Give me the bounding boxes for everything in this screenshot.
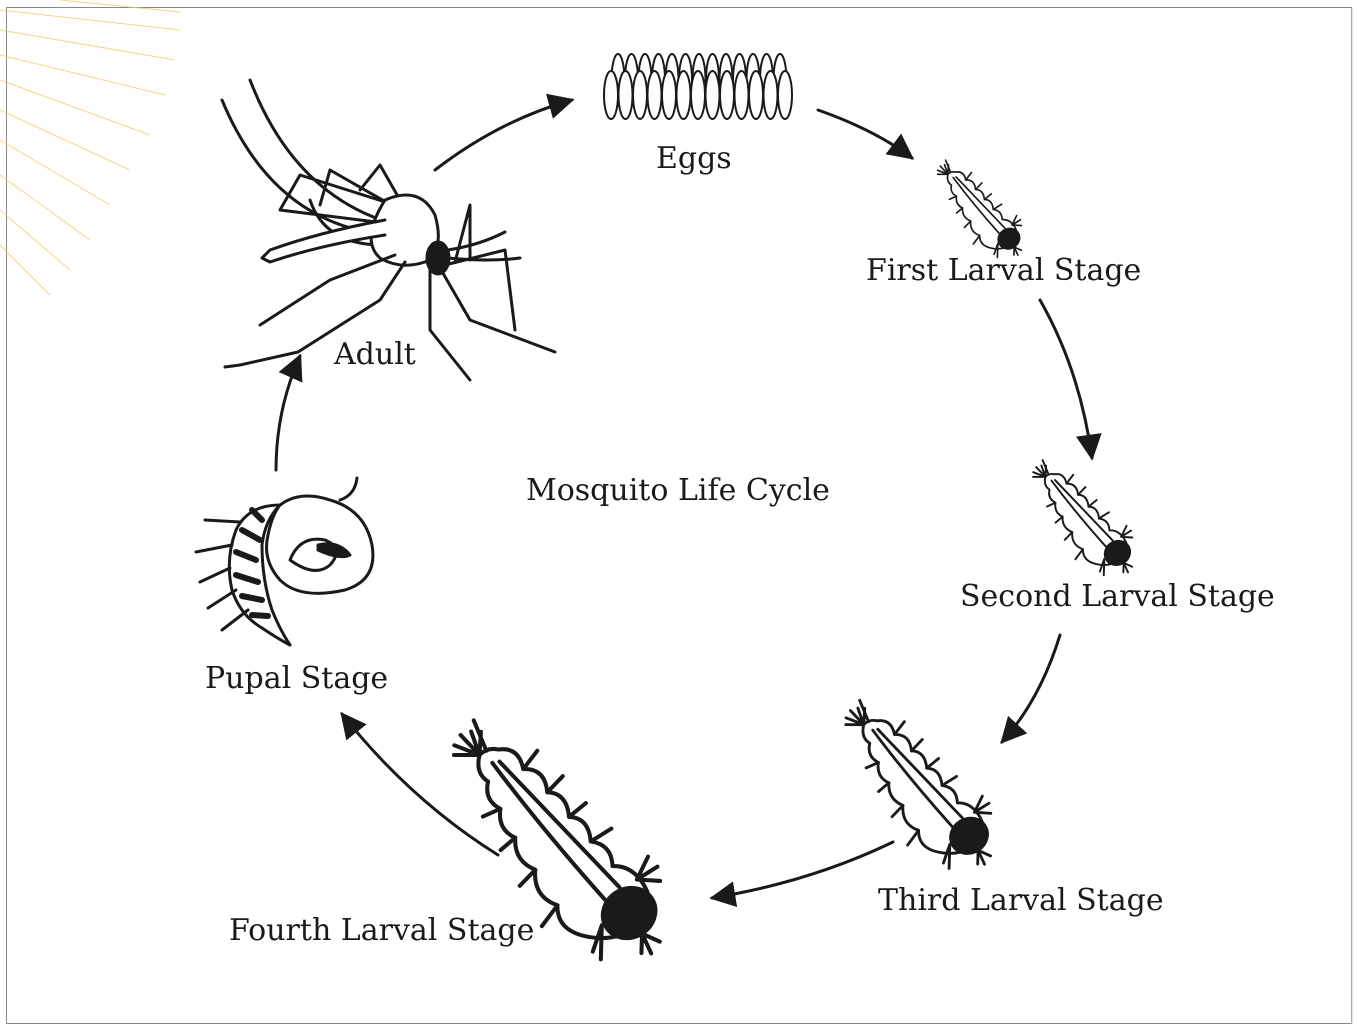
first-larval-label: First Larval Stage xyxy=(866,256,1141,286)
arrow-first-to-second xyxy=(1040,300,1092,458)
arrow-pupal-to-adult xyxy=(276,356,300,470)
arrow-adult-to-eggs xyxy=(435,100,572,170)
eggs-illustration xyxy=(604,54,792,119)
arrow-second-to-third xyxy=(1002,635,1060,742)
second-larval-illustration xyxy=(1022,440,1149,592)
arrow-third-to-fourth xyxy=(712,842,893,898)
eggs-label: Eggs xyxy=(656,144,732,174)
third-larval-label: Third Larval Stage xyxy=(878,886,1164,916)
diagram-title: Mosquito Life Cycle xyxy=(526,476,830,506)
adult-label: Adult xyxy=(334,340,416,370)
second-larval-label: Second Larval Stage xyxy=(960,582,1275,612)
fourth-larval-label: Fourth Larval Stage xyxy=(229,916,534,946)
third-larval-illustration xyxy=(829,671,1015,893)
arrow-eggs-to-first xyxy=(818,110,912,158)
pupal-label: Pupal Stage xyxy=(205,664,388,694)
corner-rays-decoration xyxy=(0,0,180,295)
arrow-fourth-to-pupal xyxy=(342,714,498,855)
pupa-illustration xyxy=(196,478,373,645)
